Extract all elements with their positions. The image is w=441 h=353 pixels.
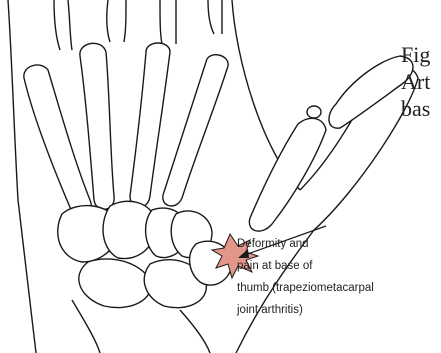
callout-line-4: joint arthritis) xyxy=(237,305,303,317)
carpal-bones xyxy=(58,201,232,307)
callout-line-3: thumb (trapeziometacarpal xyxy=(237,283,374,295)
callout-line-1: Deformity and xyxy=(237,239,309,251)
figure-caption-line-2: Art xyxy=(401,71,430,93)
metacarpal-bones xyxy=(24,43,228,216)
thumb-bones xyxy=(249,56,413,231)
figure-caption-line-1: Fig xyxy=(401,44,430,66)
forearm-bones xyxy=(72,300,210,353)
figure-caption-line-3: bas xyxy=(401,98,430,120)
finger-phalanges xyxy=(54,0,222,50)
callout-line-2: pain at base of xyxy=(237,261,312,273)
